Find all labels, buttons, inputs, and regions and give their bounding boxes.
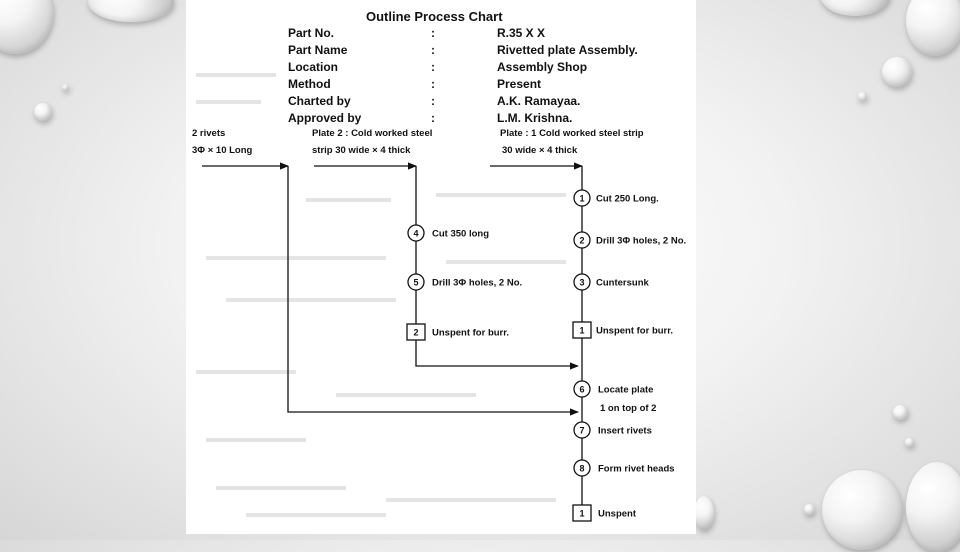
header-value: A.K. Ramayaa.: [497, 94, 580, 108]
header-label: Part No.: [288, 26, 334, 40]
step-number: 7: [579, 426, 584, 436]
water-drop-decoration: [906, 462, 960, 552]
operation-step: 8 Form rivet heads: [574, 460, 675, 476]
step-number: 2: [413, 328, 418, 338]
plate2-input-spec: strip 30 wide × 4 thick: [312, 145, 411, 156]
water-drop-decoration: [804, 504, 815, 515]
water-drop-decoration: [820, 0, 890, 16]
step-label: Drill 3Φ holes, 2 No.: [432, 278, 522, 289]
header-label: Approved by: [288, 111, 362, 125]
step-number: 3: [579, 278, 584, 288]
chart-header-block: Part No. : R.35 X X Part Name : Rivetted…: [288, 26, 638, 125]
water-drop-decoration: [905, 438, 914, 447]
chart-title: Outline Process Chart: [366, 9, 503, 24]
header-separator: :: [431, 111, 435, 125]
water-drop-decoration: [858, 92, 867, 101]
rivets-feed-line: [288, 166, 578, 412]
operation-step: 7 Insert rivets: [574, 422, 652, 438]
step-label: Cut 250 Long.: [596, 194, 659, 205]
step-label: Cuntersunk: [596, 278, 650, 289]
step-number: 8: [579, 464, 584, 474]
water-drop-decoration: [34, 103, 52, 121]
step-label: Unspent for burr.: [596, 326, 673, 337]
water-drop-decoration: [893, 405, 908, 420]
step-number: 1: [579, 509, 584, 519]
water-drop-decoration: [0, 0, 53, 54]
header-value: Rivetted plate Assembly.: [497, 43, 638, 57]
inspection-step: 1 Unspent: [573, 505, 637, 521]
step-number: 2: [579, 236, 584, 246]
step-number: 5: [413, 278, 418, 288]
water-drop-decoration: [882, 57, 912, 87]
header-separator: :: [431, 94, 435, 108]
header-value: Present: [497, 77, 541, 91]
plate2-steps: 4 Cut 350 long 5 Drill 3Φ holes, 2 No. 2…: [407, 225, 522, 340]
step-label: Cut 350 long: [432, 229, 489, 240]
rivets-input-spec: 3Φ × 10 Long: [192, 145, 253, 156]
header-separator: :: [431, 26, 435, 40]
process-chart-image: Outline Process Chart Part No. : R.35 X …: [186, 0, 696, 534]
plate1-input-label: Plate : 1 Cold worked steel strip: [500, 128, 644, 139]
header-separator: :: [431, 43, 435, 57]
step-label: Drill 3Φ holes, 2 No.: [596, 236, 686, 247]
step-label: Unspent: [598, 509, 637, 520]
water-drop-decoration: [906, 0, 960, 56]
outline-process-chart: Outline Process Chart Part No. : R.35 X …: [186, 0, 696, 534]
plate2-input-label: Plate 2 : Cold worked steel: [312, 128, 432, 139]
header-separator: :: [431, 77, 435, 91]
operation-step: 2 Drill 3Φ holes, 2 No.: [574, 232, 686, 248]
step-label: Unspent for burr.: [432, 328, 509, 339]
header-label: Location: [288, 60, 338, 74]
operation-step: 6 Locate plate 1 on top of 2: [574, 381, 656, 414]
step-number: 1: [579, 326, 584, 336]
header-label: Part Name: [288, 43, 348, 57]
water-drop-decoration: [694, 496, 714, 530]
flow-lines: [202, 166, 582, 506]
operation-step: 3 Cuntersunk: [574, 274, 650, 290]
header-label: Method: [288, 77, 331, 91]
plate1-steps: 1 Cut 250 Long. 2 Drill 3Φ holes, 2 No. …: [573, 190, 686, 338]
header-value: Assembly Shop: [497, 60, 587, 74]
step-label: Form rivet heads: [598, 464, 675, 475]
rivets-input-label: 2 rivets: [192, 128, 225, 139]
header-value: R.35 X X: [497, 26, 545, 40]
header-value: L.M. Krishna.: [497, 111, 572, 125]
scan-bleed-through: [196, 75, 566, 515]
header-label: Charted by: [288, 94, 351, 108]
plate1-input-spec: 30 wide × 4 thick: [502, 145, 578, 156]
water-drop-decoration: [88, 0, 174, 22]
step-label: Insert rivets: [598, 426, 652, 437]
operation-step: 5 Drill 3Φ holes, 2 No.: [408, 274, 522, 290]
water-drop-decoration: [822, 470, 902, 550]
step-number: 4: [413, 229, 418, 239]
water-drop-decoration: [62, 84, 69, 91]
step-label-line2: 1 on top of 2: [600, 403, 656, 414]
operation-step: 4 Cut 350 long: [408, 225, 489, 241]
header-separator: :: [431, 60, 435, 74]
inspection-step: 2 Unspent for burr.: [407, 324, 509, 340]
step-label: Locate plate: [598, 385, 653, 396]
operation-step: 1 Cut 250 Long.: [574, 190, 659, 206]
step-number: 6: [579, 385, 584, 395]
assembly-steps: 6 Locate plate 1 on top of 2 7 Insert ri…: [573, 381, 675, 521]
inspection-step: 1 Unspent for burr.: [573, 322, 673, 338]
step-number: 1: [579, 194, 584, 204]
